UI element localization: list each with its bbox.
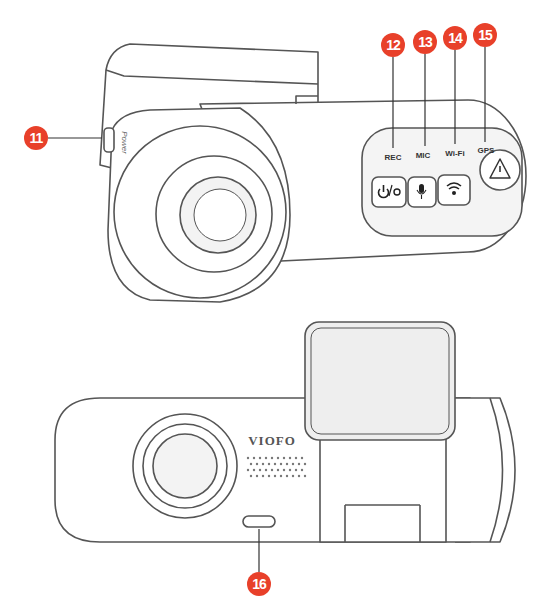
speaker-hole xyxy=(250,463,252,465)
indicator-label: MIC xyxy=(416,151,431,160)
speaker-hole xyxy=(277,469,279,471)
callout-number: 16 xyxy=(247,572,271,596)
speaker-hole xyxy=(277,457,279,459)
speaker-hole xyxy=(253,457,255,459)
indicator-label: GPS xyxy=(478,146,495,155)
speaker-hole xyxy=(289,469,291,471)
speaker-hole xyxy=(298,463,300,465)
callout-number: 11 xyxy=(24,126,48,150)
speaker-hole xyxy=(271,469,273,471)
speaker-hole xyxy=(283,469,285,471)
speaker-hole xyxy=(265,469,267,471)
speaker-hole xyxy=(280,463,282,465)
speaker-hole xyxy=(250,475,252,477)
speaker-hole xyxy=(304,475,306,477)
speaker-hole xyxy=(253,469,255,471)
speaker-hole xyxy=(262,463,264,465)
speaker-hole xyxy=(256,475,258,477)
speaker-hole xyxy=(304,463,306,465)
port-label: Power xyxy=(120,131,129,154)
speaker-hole xyxy=(286,463,288,465)
speaker-hole xyxy=(283,457,285,459)
speaker-hole xyxy=(271,457,273,459)
speaker-hole xyxy=(247,457,249,459)
speaker-hole xyxy=(286,475,288,477)
speaker-hole xyxy=(247,469,249,471)
callout-number: 14 xyxy=(443,26,467,50)
callout-number: 13 xyxy=(413,30,437,54)
speaker-hole xyxy=(295,469,297,471)
speaker-hole xyxy=(259,469,261,471)
speaker-hole xyxy=(256,463,258,465)
speaker-hole xyxy=(274,475,276,477)
callout-number: 12 xyxy=(381,33,405,57)
callout-number: 15 xyxy=(473,23,497,47)
speaker-hole xyxy=(301,457,303,459)
speaker-hole xyxy=(292,463,294,465)
speaker-hole xyxy=(268,463,270,465)
speaker-hole xyxy=(265,457,267,459)
indicator-label: Wi-Fi xyxy=(445,149,464,158)
speaker-hole xyxy=(259,457,261,459)
speaker-hole xyxy=(301,469,303,471)
brand-logo: VIOFO xyxy=(248,433,296,449)
speaker-hole xyxy=(262,475,264,477)
speaker-hole xyxy=(274,463,276,465)
speaker-hole xyxy=(280,475,282,477)
speaker-hole xyxy=(289,457,291,459)
speaker-hole xyxy=(298,475,300,477)
speaker-hole xyxy=(292,475,294,477)
speaker-hole xyxy=(295,457,297,459)
speaker-hole xyxy=(268,475,270,477)
indicator-label: REC xyxy=(385,153,402,162)
